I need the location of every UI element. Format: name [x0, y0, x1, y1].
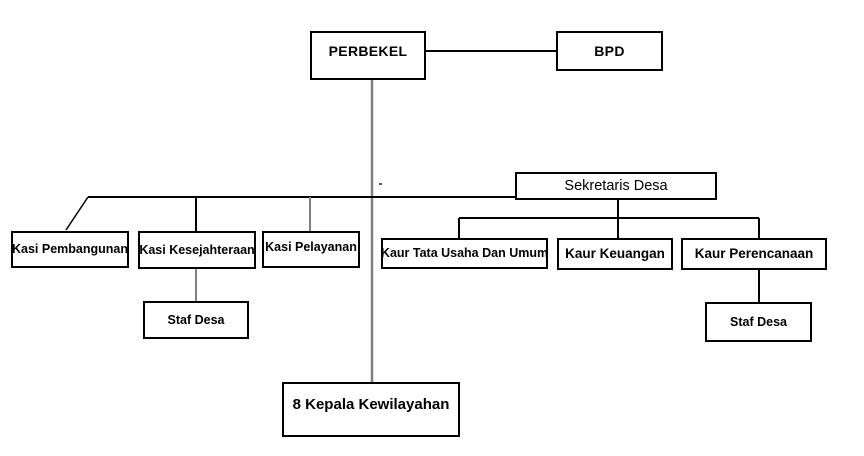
node-kaur-keuangan-label: Kaur Keuangan [565, 246, 665, 262]
node-bpd-label: BPD [594, 42, 625, 59]
node-bpd: BPD [556, 31, 663, 71]
node-kasi-pelayanan: Kasi Pelayanan [262, 231, 360, 268]
node-kasi-pembangunan-label: Kasi Pembangunan [12, 242, 128, 257]
node-kasi-pelayanan-label: Kasi Pelayanan [265, 240, 357, 254]
node-kaur-keuangan: Kaur Keuangan [557, 238, 673, 270]
node-kaur-perencanaan-label: Kaur Perencanaan [694, 246, 814, 262]
node-perbekel: PERBEKEL [310, 31, 426, 80]
node-staf-desa-left: Staf Desa [143, 301, 249, 339]
node-kepala-kewilayahan-label: 8 Kepala Kewilayahan [292, 396, 450, 413]
node-kepala-kewilayahan: 8 Kepala Kewilayahan [282, 382, 460, 437]
node-kaur-tata-usaha: Kaur Tata Usaha Dan Umum [381, 238, 548, 269]
node-sekretaris-desa-label: Sekretaris Desa [564, 177, 668, 194]
stray-dot [379, 183, 382, 185]
node-sekretaris-desa: Sekretaris Desa [515, 172, 717, 200]
edge-kasi-pembangunan [65, 196, 89, 231]
node-kasi-kesejahteraan: Kasi Kesejahteraan [138, 231, 256, 269]
node-kasi-pembangunan: Kasi Pembangunan [11, 231, 129, 268]
node-staf-desa-left-label: Staf Desa [167, 312, 225, 327]
node-kaur-perencanaan: Kaur Perencanaan [681, 238, 827, 270]
node-staf-desa-right: Staf Desa [705, 302, 812, 342]
node-kaur-tata-usaha-label: Kaur Tata Usaha Dan Umum [380, 246, 549, 261]
node-staf-desa-right-label: Staf Desa [730, 314, 787, 329]
node-kasi-kesejahteraan-label: Kasi Kesejahteraan [139, 242, 255, 257]
node-perbekel-label: PERBEKEL [328, 43, 408, 59]
